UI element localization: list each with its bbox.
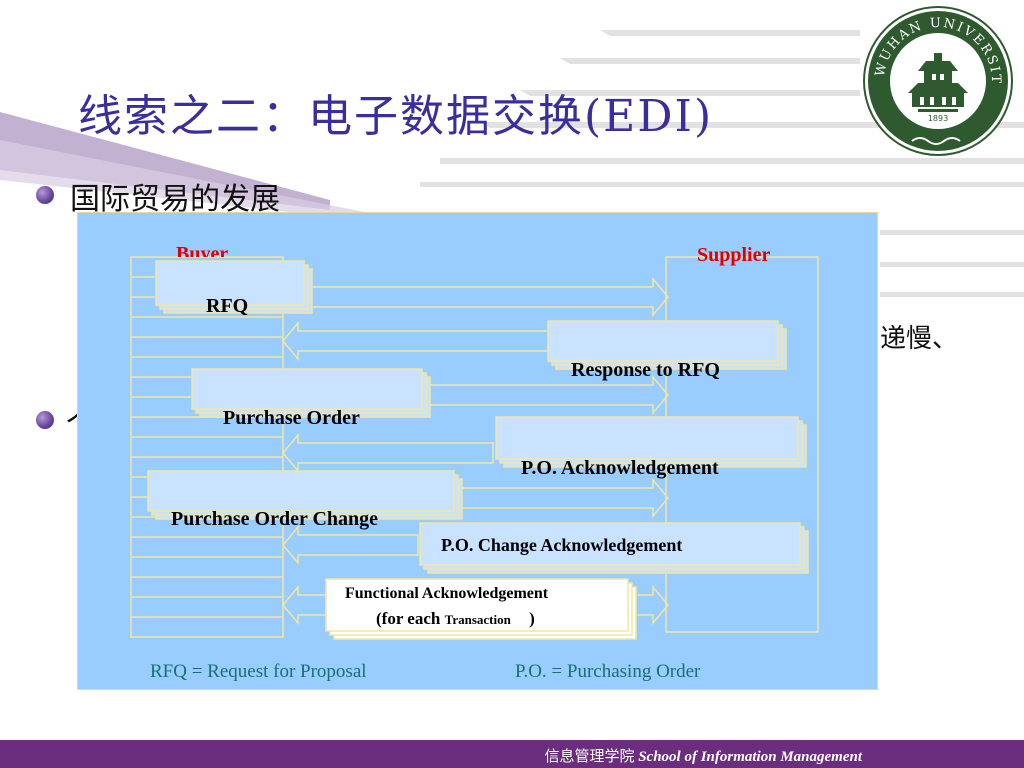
box-po-change (147, 470, 463, 520)
arrow-po-change-ack (282, 524, 419, 566)
func-ack-close-paren: ) (529, 609, 535, 628)
arrow-po (417, 374, 669, 416)
message-label-po-change-ack: P.O. Change Acknowledgement (441, 535, 683, 555)
arrow-po-change (457, 477, 669, 519)
func-ack-for-each: (for each (376, 609, 441, 628)
message-label-po: Purchase Order (223, 407, 360, 429)
bullet-marker-2 (36, 411, 54, 429)
box-po (191, 368, 431, 418)
arrow-func-ack-left (282, 584, 327, 626)
bullet-marker-1 (36, 186, 54, 204)
message-label-func-ack: Functional Acknowledgement (345, 585, 549, 602)
arrow-rfq (282, 276, 669, 318)
diagram-graphics (130, 256, 819, 640)
arrow-po-ack (282, 432, 494, 474)
slide-title: 线索之二：电子数据交换(EDI) (78, 91, 714, 142)
message-label-po-ack: P.O. Acknowledgement (521, 457, 719, 479)
message-label-rfq: RFQ (206, 295, 249, 317)
bullet-text-2: 个 (66, 399, 77, 443)
box-po-ack (495, 416, 807, 468)
legend-po: P.O. = Purchasing Order (515, 661, 701, 682)
message-label-func-ack-line2: (for each Transaction ) (376, 609, 535, 629)
seal-year: 1893 (928, 114, 948, 123)
func-ack-transaction: Transaction (444, 612, 511, 627)
message-label-response: Response to RFQ (571, 359, 720, 381)
footer-text: 信息管理学院 School of Information Management (544, 745, 862, 766)
footer-bar: 信息管理学院 School of Information Management (0, 740, 1024, 768)
university-seal-icon: WUHAN UNIVERSITY 1893 (862, 5, 1013, 156)
box-rfq (155, 260, 313, 314)
footer-school-cn: 信息管理学院 (544, 749, 635, 765)
box-response (547, 320, 787, 370)
edi-diagram: Buyer Supplier RFQ Response to RFQ Purch… (77, 212, 878, 690)
box-func-ack (325, 578, 637, 640)
bullet-text-1: 国际贸易的发展 (70, 182, 280, 217)
supplier-label: Supplier (697, 244, 771, 266)
box-po-change-ack (419, 522, 809, 574)
message-label-po-change: Purchase Order Change (171, 508, 379, 530)
partial-text: 递慢、 (880, 324, 959, 354)
footer-school-en: School of Information Management (638, 749, 862, 765)
buyer-label: Buyer (176, 243, 229, 257)
legend-rfq: RFQ = Request for Proposal (150, 661, 367, 682)
